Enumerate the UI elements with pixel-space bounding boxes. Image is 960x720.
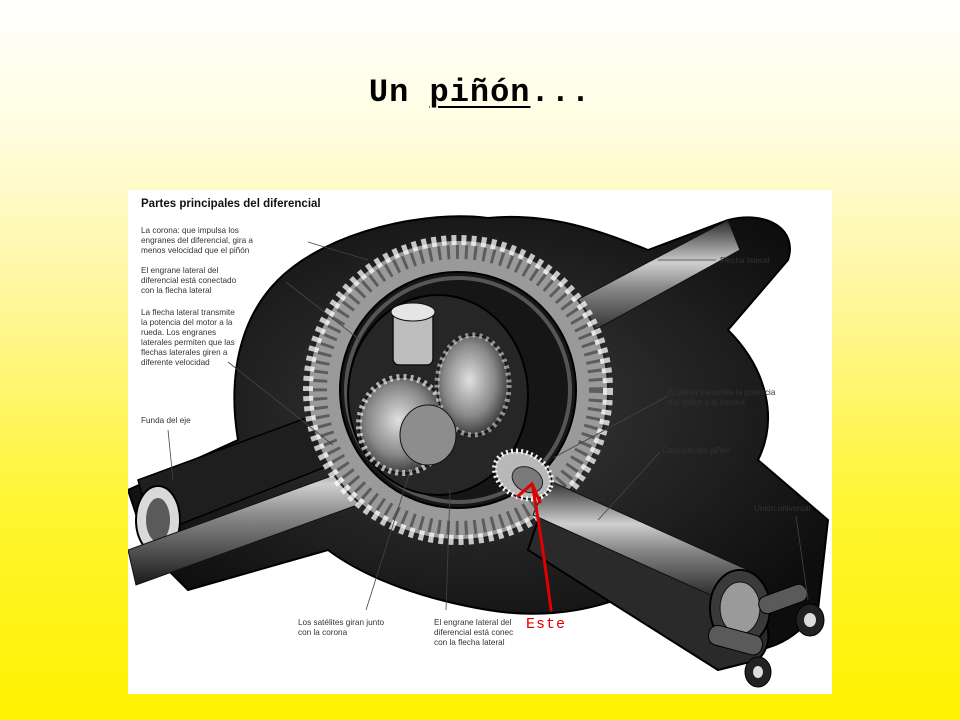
annotation-este: Este (526, 616, 567, 633)
slide-title: Un piñón... (0, 74, 960, 111)
label-flecha-lateral: Flecha lateral (720, 256, 770, 265)
label-corona: La corona: que impulsa los engranes del … (141, 226, 253, 255)
universal-joint (707, 569, 825, 688)
label-engrane-lateral-bottom: El engrane lateral del diferencial está … (434, 618, 514, 647)
title-prefix: Un (368, 74, 430, 111)
title-suffix: ... (530, 74, 592, 111)
differential-illustration (128, 215, 830, 688)
label-funda-eje: Funda del eje (141, 416, 191, 425)
label-conjunto-pinon: Conjunto del piñón (662, 446, 731, 455)
label-engrane-lateral-top: El engrane lateral del diferencial está … (141, 266, 237, 295)
label-flecha-transmite: La flecha lateral transmite la potencia … (141, 308, 235, 367)
label-pinon-transmite: El piñón transmite la potencia del motor… (668, 388, 776, 407)
pinion-gear (492, 448, 554, 502)
differential-diagram: Partes principales del diferencial La co… (128, 190, 832, 694)
diagram-title: Partes principales del diferencial (141, 198, 321, 210)
label-satelites: Los satélites giran junto con la corona (298, 618, 385, 637)
label-union-universal: Unión universal (754, 504, 811, 513)
leader-lines (167, 241, 809, 611)
spider-gears (356, 302, 512, 476)
annotation-arrow (516, 481, 553, 612)
title-underlined-word: piñón (429, 74, 531, 111)
